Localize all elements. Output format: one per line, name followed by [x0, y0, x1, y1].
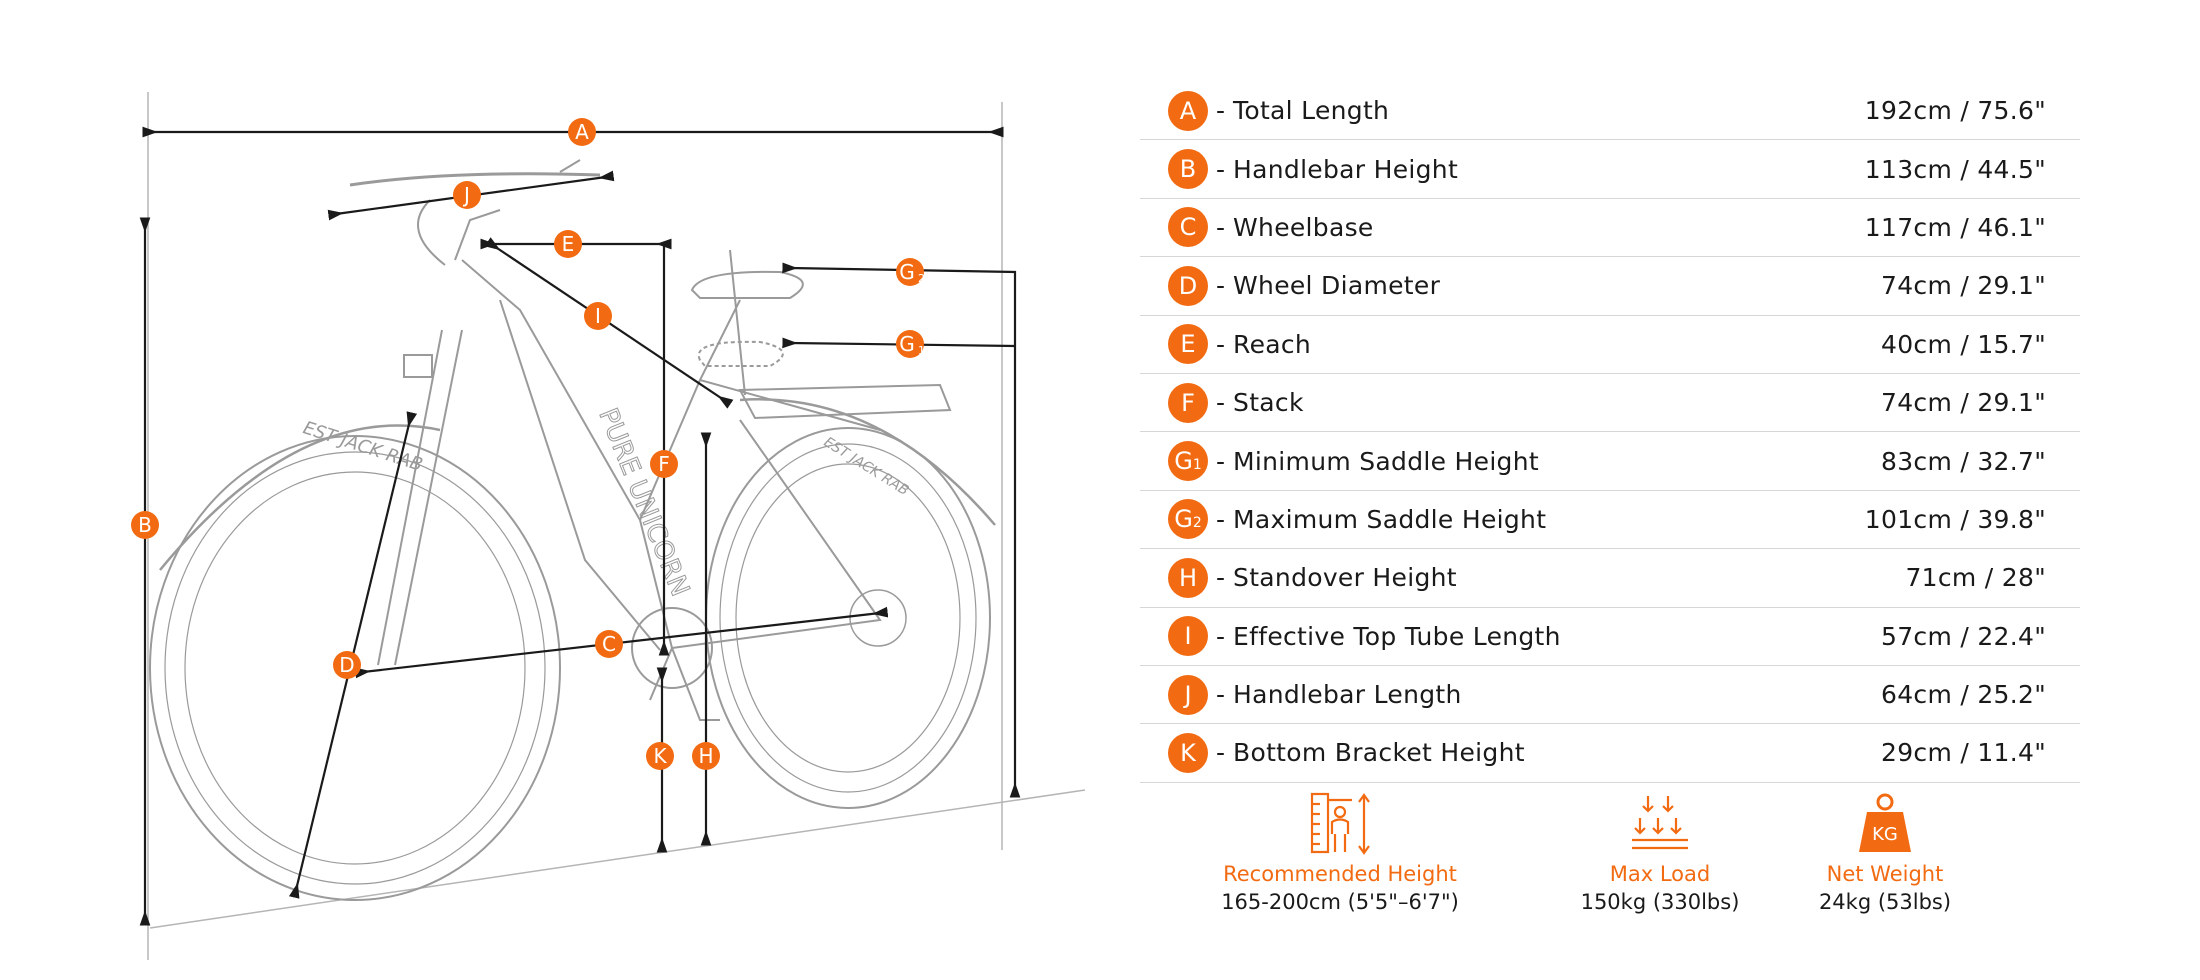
marker-f: F: [650, 450, 678, 478]
badge-e: E: [1168, 324, 1208, 365]
spec-value: 40cm / 15.7": [1881, 329, 2046, 359]
svg-text:E: E: [562, 232, 575, 256]
spec-value: 64cm / 25.2": [1881, 680, 2046, 710]
spec-row-c: C - Wheelbase 117cm / 46.1": [1140, 199, 2080, 258]
max-load: Max Load 150kg (330lbs): [1510, 790, 1810, 914]
marker-e: E: [554, 230, 582, 258]
spec-value: 83cm / 32.7": [1881, 446, 2046, 476]
svg-text:B: B: [138, 513, 152, 537]
spec-row-d: D - Wheel Diameter 74cm / 29.1": [1140, 257, 2080, 316]
rear-tire: [705, 427, 991, 809]
svg-text:C: C: [602, 632, 616, 656]
spec-label: Total Length: [1233, 96, 1390, 126]
spec-value: 74cm / 29.1": [1881, 388, 2046, 418]
svg-text:I: I: [595, 304, 601, 328]
spec-label: Reach: [1233, 329, 1312, 359]
badge-a: A: [1168, 90, 1208, 131]
marker-h: H: [692, 742, 720, 770]
svg-text:D: D: [339, 653, 354, 677]
load-arrows-icon: [1632, 796, 1688, 850]
ground-line: [149, 789, 1086, 929]
spec-value: 29cm / 11.4": [1881, 738, 2046, 768]
spec-value: 57cm / 22.4": [1881, 621, 2046, 651]
svg-text:2: 2: [918, 272, 925, 285]
badge-h: H: [1168, 557, 1208, 598]
badge-i: I: [1168, 616, 1208, 657]
marker-c: C: [595, 630, 623, 658]
marker-g2: G 2: [896, 258, 925, 286]
svg-text:J: J: [462, 183, 470, 207]
spec-value: 117cm / 46.1": [1864, 212, 2046, 242]
badge-j: J: [1168, 674, 1208, 715]
spec-label: Standover Height: [1233, 563, 1457, 593]
marker-i: I: [584, 302, 612, 330]
recommended-height-title: Recommended Height: [1223, 862, 1457, 886]
max-load-value: 150kg (330lbs): [1580, 890, 1740, 914]
marker-k: K: [646, 742, 674, 770]
net-weight-value: 24kg (53lbs): [1818, 890, 1952, 914]
marker-b: B: [131, 511, 159, 539]
spec-value: 101cm / 39.8": [1864, 504, 2046, 534]
badge-f: F: [1168, 382, 1208, 423]
spec-label: Maximum Saddle Height: [1233, 504, 1547, 534]
spec-row-j: J - Handlebar Length 64cm / 25.2": [1140, 666, 2080, 725]
marker-d: D: [333, 651, 361, 679]
spec-row-k: K - Bottom Bracket Height 29cm / 11.4": [1140, 724, 2080, 783]
spec-row-e: E - Reach 40cm / 15.7": [1140, 316, 2080, 374]
svg-text:G: G: [899, 260, 915, 284]
spec-label: Handlebar Length: [1233, 680, 1462, 710]
spec-label: Wheelbase: [1233, 212, 1374, 242]
spec-footer: Recommended Height 165-200cm (5'5"–6'7")…: [1140, 790, 2080, 940]
bike-sketch: [149, 159, 996, 901]
spec-value: 71cm / 28": [1905, 563, 2046, 593]
max-load-title: Max Load: [1609, 862, 1711, 886]
spec-row-a: A - Total Length 192cm / 75.6": [1140, 82, 2080, 141]
badge-c: C: [1168, 207, 1208, 248]
svg-text:H: H: [698, 744, 713, 768]
spec-row-b: B - Handlebar Height 113cm / 44.5": [1140, 140, 2080, 199]
marker-j: J: [453, 181, 481, 209]
spec-label: Bottom Bracket Height: [1233, 738, 1525, 768]
spec-table: A - Total Length 192cm / 75.6" B - Handl…: [1140, 82, 2080, 783]
marker-g1: G 1: [896, 330, 925, 358]
badge-b: B: [1168, 149, 1208, 190]
badge-d: D: [1168, 265, 1208, 306]
net-weight-title: Net Weight: [1826, 862, 1944, 886]
bike-geometry-diagram: EST JACK RAB EST JACK RAB PURE UNICORN A: [131, 92, 1086, 960]
marker-a: A: [568, 118, 596, 146]
spec-label: Handlebar Height: [1233, 154, 1459, 184]
spec-label: Minimum Saddle Height: [1233, 446, 1539, 476]
spec-value: 113cm / 44.5": [1864, 154, 2046, 184]
spec-row-f: F - Stack 74cm / 29.1": [1140, 374, 2080, 433]
badge-k: K: [1168, 732, 1208, 773]
svg-text:K: K: [653, 744, 667, 768]
spec-label: Effective Top Tube Length: [1233, 621, 1561, 651]
svg-text:A: A: [575, 120, 589, 144]
svg-text:1: 1: [918, 344, 925, 357]
height-ruler-icon: [1310, 792, 1370, 855]
spec-value: 192cm / 75.6": [1864, 96, 2046, 126]
recommended-height: Recommended Height 165-200cm (5'5"–6'7"): [1190, 790, 1490, 914]
net-weight: KG Net Weight 24kg (53lbs): [1735, 790, 2035, 914]
kg-weight-icon: KG: [1859, 793, 1911, 852]
dim-line-g2: [782, 262, 1021, 798]
svg-text:KG: KG: [1872, 824, 1898, 845]
svg-text:G: G: [899, 332, 915, 356]
recommended-height-value: 165-200cm (5'5"–6'7"): [1221, 890, 1459, 914]
spec-row-h: H - Standover Height 71cm / 28": [1140, 549, 2080, 608]
spec-value: 74cm / 29.1": [1881, 271, 2046, 301]
spec-label: Stack: [1233, 388, 1304, 418]
spec-label: Wheel Diameter: [1233, 271, 1441, 301]
spec-row-i: I - Effective Top Tube Length 57cm / 22.…: [1140, 608, 2080, 666]
svg-text:F: F: [658, 452, 670, 476]
tire-text-rear: EST JACK RAB: [821, 434, 912, 499]
frame-text: PURE UNICORN: [592, 404, 695, 600]
